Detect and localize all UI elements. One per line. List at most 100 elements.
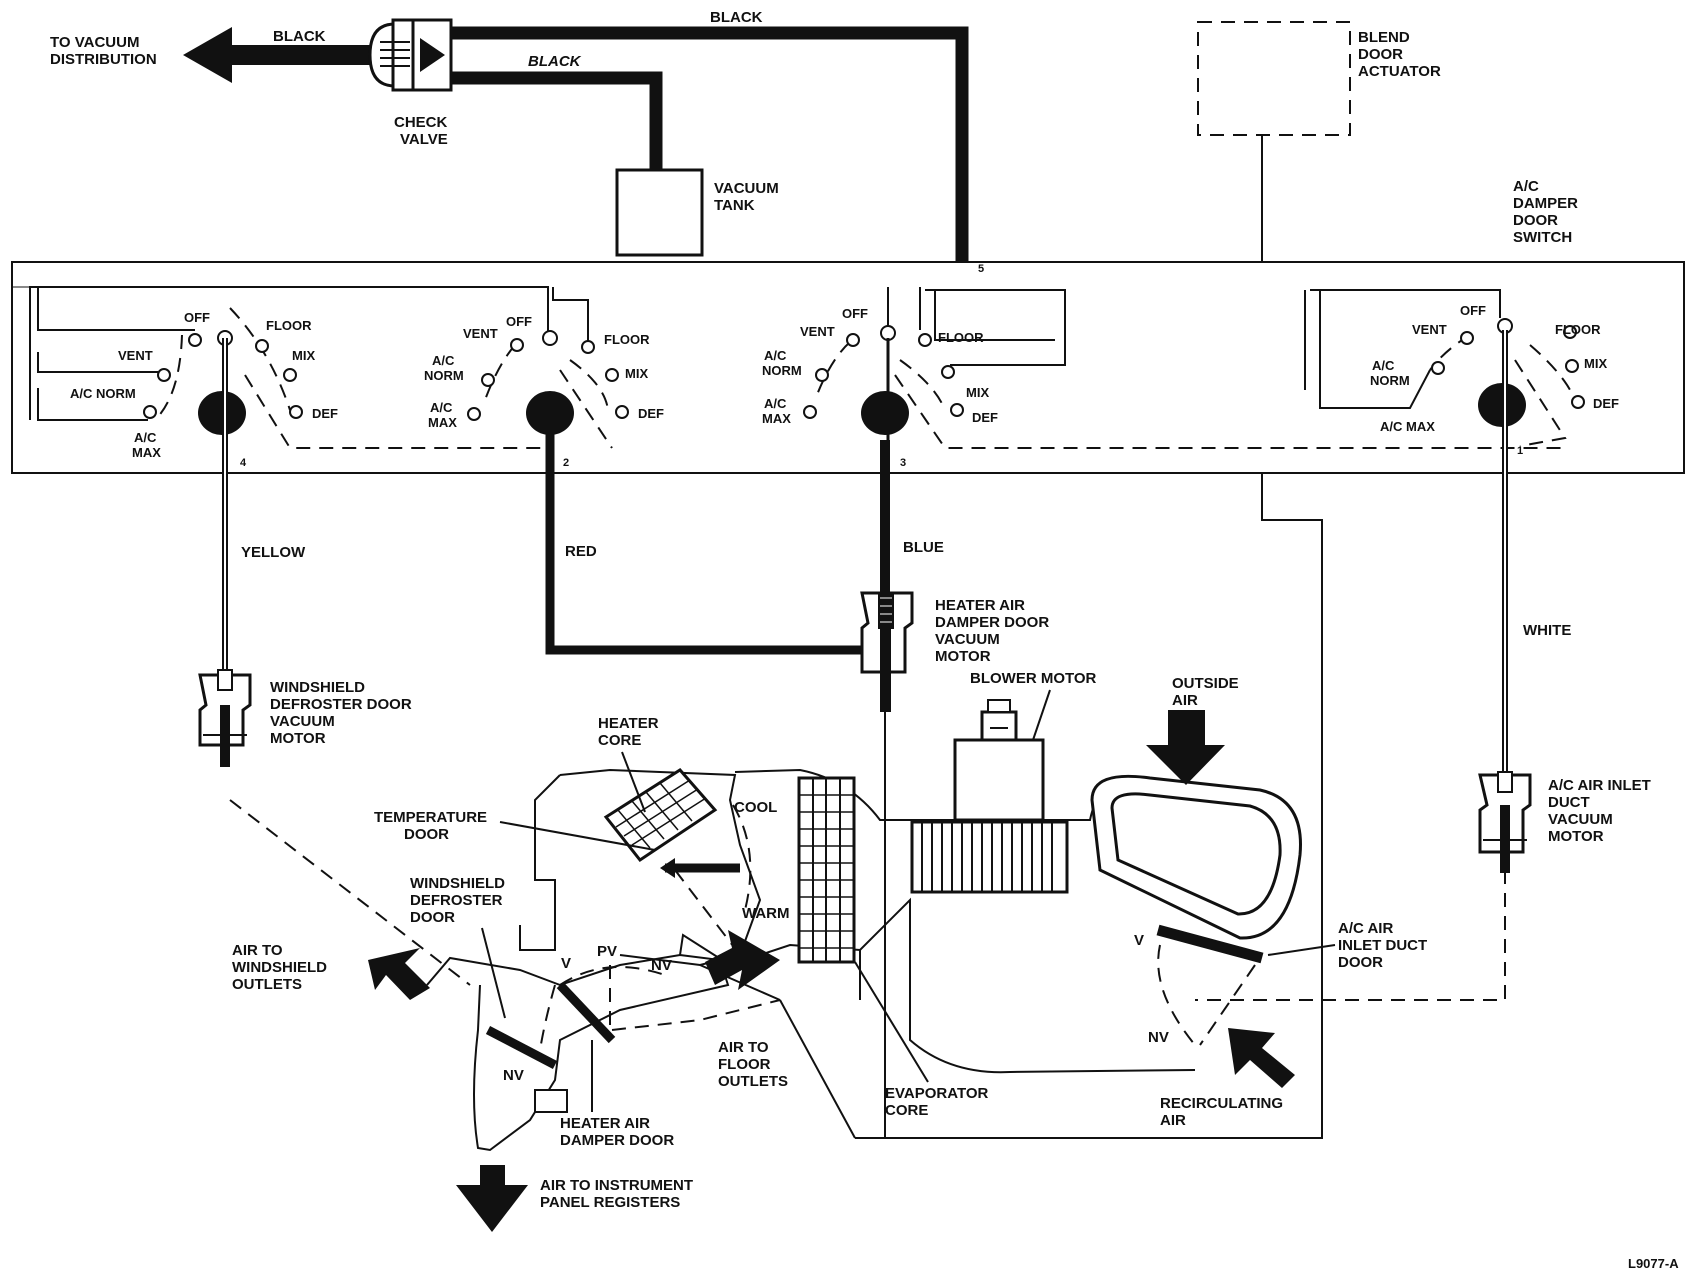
cool-label: COOL (734, 799, 777, 816)
evaporator-core-icon (797, 776, 856, 964)
heater-air-damper-door-label: HEATER AIR DAMPER DOOR (560, 1115, 674, 1149)
switch-3-off-label: OFF (842, 306, 868, 321)
figure-code: L9077-A (1628, 1256, 1679, 1271)
windshield-defroster-door (485, 1026, 558, 1069)
white-hose-label: WHITE (1523, 622, 1571, 639)
switch-panel: OFF FLOOR VENT MIX A/C NORM DEF A/C MAX … (11, 261, 1685, 474)
switch-2-vent-label: VENT (463, 326, 498, 341)
switch-3-knob (861, 391, 909, 435)
switch-1-ac-max-label: A/C MAX (1380, 419, 1435, 434)
air-to-instrument-panel-arrow (456, 1165, 528, 1232)
check-valve-icon (368, 18, 453, 92)
inlet-door-nv-label: NV (1148, 1029, 1169, 1046)
black-label-1: BLACK (273, 28, 326, 45)
to-vacuum-distribution-arrow (183, 27, 380, 83)
port-4-label: 4 (240, 457, 247, 469)
damper-pv-label: PV (597, 943, 617, 960)
blower-motor-icon (910, 699, 1069, 894)
ac-damper-door-switch-label: A/C DAMPER DOOR SWITCH (1513, 178, 1582, 246)
hvac-housing: HEATER CORE TEMPERATURE DOOR COOL WARM (374, 670, 1431, 1139)
switch-4-def-label: DEF (312, 406, 338, 421)
to-vacuum-distribution-label: TO VACUUM DISTRIBUTION (50, 34, 157, 68)
switch-4-ac-norm-label: A/C NORM (70, 386, 136, 401)
ac-air-inlet-duct-vacuum-motor-icon (1478, 771, 1532, 873)
outside-air-label: OUTSIDE AIR (1172, 675, 1243, 709)
switch-1-ac-norm-label: A/C NORM (1370, 358, 1410, 388)
recirculating-air-label: RECIRCULATING AIR (1160, 1095, 1287, 1129)
vacuum-hoses: YELLOW RED BLUE WHITE (222, 330, 1571, 780)
air-to-windshield-outlets-label: AIR TO WINDSHIELD OUTLETS (232, 942, 331, 993)
switch-2-ac-max-label: A/C MAX (428, 400, 457, 430)
air-to-floor-outlets-label: AIR TO FLOOR OUTLETS (718, 1039, 788, 1090)
switch-1-mix-label: MIX (1584, 356, 1607, 371)
switch-4-ac-max-label: A/C MAX (132, 430, 161, 460)
port-1-label: 1 (1517, 445, 1523, 457)
ac-air-inlet-duct-door-label: A/C AIR INLET DUCT DOOR (1338, 920, 1431, 971)
air-to-windshield-arrow (368, 948, 430, 1000)
heater-air-damper-door (556, 981, 616, 1044)
switch-3-mix-label: MIX (966, 385, 989, 400)
heater-core-icon (603, 768, 718, 863)
switch-2-def-label: DEF (638, 406, 664, 421)
switch-3-floor-label: FLOOR (938, 330, 984, 345)
ac-air-inlet-duct-door (1156, 924, 1264, 964)
black-hose-to-switch (451, 26, 969, 262)
switch-2-floor-label: FLOOR (604, 332, 650, 347)
switch-3-ac-max-label: A/C MAX (762, 396, 791, 426)
vacuum-tank-label: VACUUM TANK (714, 180, 783, 214)
switch-3: OFF FLOOR VENT MIX A/C NORM DEF A/C MAX (762, 306, 1568, 449)
outside-air-arrow (1146, 710, 1225, 785)
black-hose-to-tank (451, 71, 663, 172)
outside-air-inlet-icon (1090, 774, 1302, 940)
black-label-2: BLACK (710, 9, 763, 26)
heater-air-damper-vacuum-motor-label: HEATER AIR DAMPER DOOR VACUUM MOTOR (935, 597, 1053, 665)
yellow-hose-label: YELLOW (241, 544, 306, 561)
air-to-floor-arrow (705, 930, 780, 990)
port-2-label: 2 (563, 457, 569, 469)
switch-2-off-label: OFF (506, 314, 532, 329)
vacuum-supply-section: TO VACUUM DISTRIBUTION BLACK BLACK BLACK… (50, 9, 969, 262)
heater-core-label: HEATER CORE (598, 715, 663, 749)
check-valve-label: CHECK VALVE (394, 114, 452, 148)
port-5-label: 5 (978, 263, 984, 275)
warm-label: WARM (742, 905, 790, 922)
blue-hose-label: BLUE (903, 539, 944, 556)
switch-1-off-label: OFF (1460, 303, 1486, 318)
windshield-defroster-door-label: WINDSHIELD DEFROSTER DOOR (410, 875, 509, 926)
blower-motor-label: BLOWER MOTOR (970, 670, 1097, 687)
vacuum-tank (615, 168, 704, 257)
port-3-label: 3 (900, 457, 906, 469)
switch-1-def-label: DEF (1593, 396, 1619, 411)
switch-4-off-label: OFF (184, 310, 210, 325)
defroster-nv-label: NV (503, 1067, 524, 1084)
red-hose-label: RED (565, 543, 597, 560)
temperature-door-label: TEMPERATURE DOOR (374, 809, 491, 843)
switch-2-ac-norm-label: A/C NORM (424, 353, 464, 383)
switch-4: OFF FLOOR VENT MIX A/C NORM DEF A/C MAX (70, 307, 550, 460)
switch-1-floor-label: FLOOR (1555, 322, 1601, 337)
inlet-door-v-label: V (1134, 932, 1144, 949)
switch-3-vent-label: VENT (800, 324, 835, 339)
switch-2-knob (526, 391, 574, 435)
blend-door-actuator-label: BLEND DOOR ACTUATOR (1358, 29, 1441, 80)
black-label-3: BLACK (528, 53, 582, 70)
switch-4-mix-label: MIX (292, 348, 315, 363)
switch-2-mix-label: MIX (625, 366, 648, 381)
heater-air-damper-vacuum-motor-icon (860, 591, 914, 1138)
ac-air-inlet-duct-vacuum-motor-label: A/C AIR INLET DUCT VACUUM MOTOR (1548, 777, 1655, 845)
switch-1: OFF FLOOR VENT MIX A/C NORM DEF A/C MAX (1370, 303, 1619, 447)
damper-v-label: V (561, 955, 571, 972)
recirculating-air-arrow (1228, 1028, 1295, 1088)
air-to-instrument-panel-registers-label: AIR TO INSTRUMENT PANEL REGISTERS (540, 1177, 697, 1211)
switch-3-def-label: DEF (972, 410, 998, 425)
switch-3-ac-norm-label: A/C NORM (762, 348, 802, 378)
damper-nv-label: NV (651, 957, 672, 974)
switch-4-vent-label: VENT (118, 348, 153, 363)
switch-2: OFF FLOOR VENT MIX A/C NORM DEF A/C MAX (424, 314, 664, 449)
windshield-defroster-vacuum-motor-label: WINDSHIELD DEFROSTER DOOR VACUUM MOTOR (270, 679, 416, 747)
evaporator-core-label: EVAPORATOR CORE (885, 1085, 993, 1119)
switch-1-vent-label: VENT (1412, 322, 1447, 337)
outlet-section: V PV NV NV WINDSHIELD DEFROSTER DOOR AIR… (229, 799, 1506, 1232)
